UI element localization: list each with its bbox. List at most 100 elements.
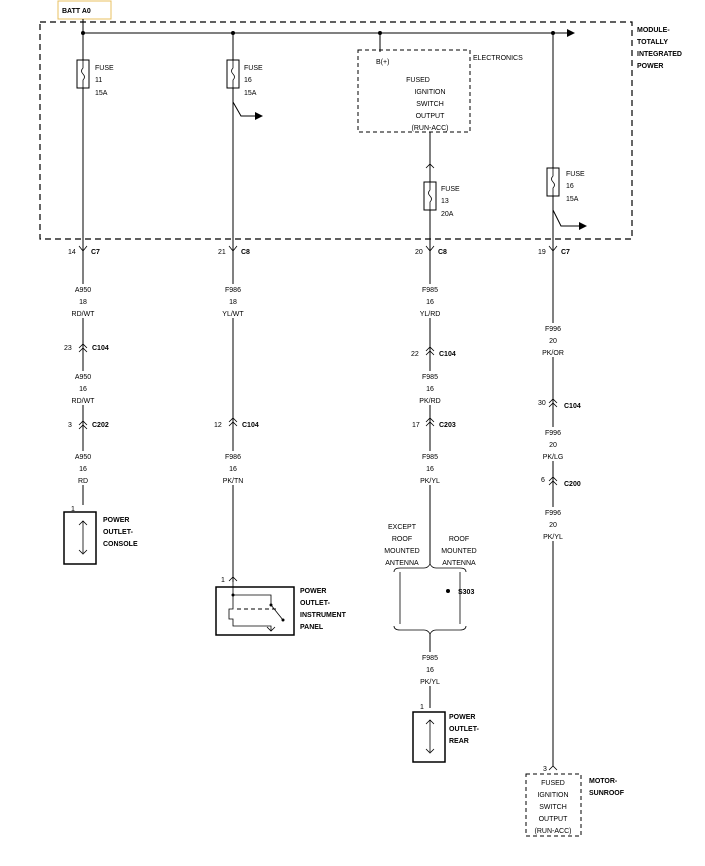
svg-text:RD/WT: RD/WT [72, 398, 96, 405]
svg-text:SWITCH: SWITCH [539, 804, 567, 811]
svg-text:SUNROOF: SUNROOF [589, 790, 625, 797]
svg-text:16: 16 [229, 466, 237, 473]
svg-text:F996: F996 [545, 510, 561, 517]
electronics-box [357, 49, 471, 133]
svg-text:OUTPUT: OUTPUT [416, 113, 446, 120]
svg-text:FUSE: FUSE [566, 171, 585, 178]
wire-f985-segment-3: F985 16 PK/YL [413, 451, 453, 485]
b-plus-label: B(+) [376, 59, 389, 66]
svg-text:20A: 20A [441, 211, 454, 218]
svg-text:MOUNTED: MOUNTED [441, 548, 476, 555]
svg-text:11: 11 [95, 77, 102, 84]
svg-text:ROOF: ROOF [392, 536, 412, 543]
svg-text:MODULE-: MODULE- [637, 27, 670, 34]
svg-text:S303: S303 [458, 589, 474, 596]
wire-f996-segment-1: F996 20 PK/OR [536, 323, 576, 357]
svg-text:POWER: POWER [103, 517, 129, 524]
svg-text:16: 16 [244, 77, 252, 84]
svg-text:ANTENNA: ANTENNA [442, 560, 476, 567]
instrument-c8-connector: 21 C8 [218, 245, 250, 256]
fuse-16-upper: FUSE 16 15A [226, 33, 263, 239]
antenna-option-label-except: EXCEPT ROOF MOUNTED ANTENNA [384, 524, 419, 567]
svg-text:YL/RD: YL/RD [420, 311, 441, 318]
svg-text:18: 18 [79, 299, 87, 306]
svg-text:TOTALLY: TOTALLY [637, 39, 668, 46]
module-name-label: MODULE- TOTALLY INTEGRATED POWER [637, 27, 682, 70]
svg-text:15A: 15A [244, 90, 257, 97]
svg-text:16: 16 [426, 386, 434, 393]
svg-text:20: 20 [549, 522, 557, 529]
svg-text:POWER: POWER [300, 588, 326, 595]
svg-text:16: 16 [79, 386, 87, 393]
rear-c104-connector: 22 C104 [411, 346, 456, 358]
svg-text:ROOF: ROOF [449, 536, 469, 543]
wire-f986-segment-2: F986 16 PK/TN [216, 451, 256, 485]
svg-text:FUSED: FUSED [541, 780, 565, 787]
batt-a0-label: BATT A0 [57, 0, 112, 20]
svg-text:14: 14 [68, 249, 76, 256]
wire-f985-segment-1: F985 16 YL/RD [413, 284, 453, 318]
svg-text:3: 3 [543, 766, 547, 773]
svg-text:OUTLET-: OUTLET- [300, 600, 331, 607]
svg-text:C8: C8 [241, 249, 250, 256]
svg-text:18: 18 [229, 299, 237, 306]
wire-f996-segment-3: F996 20 PK/YL [536, 507, 576, 541]
svg-text:RD/WT: RD/WT [72, 311, 96, 318]
svg-text:PK/RD: PK/RD [419, 398, 440, 405]
svg-text:13: 13 [441, 198, 449, 205]
svg-text:BATT A0: BATT A0 [62, 8, 91, 15]
svg-text:FUSED: FUSED [406, 77, 430, 84]
wire-a950-segment-2: A950 16 RD/WT [66, 371, 106, 405]
svg-text:C203: C203 [439, 422, 456, 429]
antenna-option-label-roof: ROOF MOUNTED ANTENNA [441, 536, 476, 567]
svg-text:SWITCH: SWITCH [416, 101, 444, 108]
svg-text:F986: F986 [225, 287, 241, 294]
svg-text:22: 22 [411, 351, 419, 358]
svg-text:20: 20 [549, 442, 557, 449]
rear-c203-connector: 17 C203 [412, 417, 456, 429]
power-outlet-instrument-panel: 1 POWER OUTLET- INSTRUMENT PANEL [215, 576, 347, 636]
wire-a950-segment-1: A950 18 RD/WT [66, 284, 106, 318]
svg-text:F985: F985 [422, 287, 438, 294]
svg-text:C104: C104 [92, 345, 109, 352]
antenna-option-brackets [393, 563, 467, 635]
svg-text:C8: C8 [438, 249, 447, 256]
svg-text:PK/YL: PK/YL [420, 679, 440, 686]
svg-text:FUSE: FUSE [95, 65, 114, 72]
svg-text:16: 16 [566, 183, 574, 190]
svg-text:MOUNTED: MOUNTED [384, 548, 419, 555]
svg-text:PANEL: PANEL [300, 624, 324, 631]
svg-text:ANTENNA: ANTENNA [385, 560, 419, 567]
svg-text:PK/LG: PK/LG [543, 454, 564, 461]
svg-text:RD: RD [78, 478, 88, 485]
svg-text:OUTLET-: OUTLET- [103, 529, 134, 536]
svg-text:EXCEPT: EXCEPT [388, 524, 417, 531]
fused-output-label: FUSED IGNITION SWITCH OUTPUT (RUN-ACC) [406, 77, 448, 132]
sunroof-c200-connector: 6 C200 [541, 476, 581, 488]
svg-text:PK/YL: PK/YL [420, 478, 440, 485]
svg-text:PK/OR: PK/OR [542, 350, 564, 357]
fuse-13: FUSE 13 20A [423, 132, 460, 239]
wire-f996-segment-2: F996 20 PK/LG [536, 427, 576, 461]
wire-f985-segment-2: F985 16 PK/RD [413, 371, 453, 405]
wire-a950-segment-3: A950 16 RD [66, 451, 106, 485]
wire-f986-segment-1: F986 18 YL/WT [216, 284, 256, 318]
power-outlet-console: 1 POWER OUTLET- CONSOLE [63, 506, 138, 565]
instrument-c104-connector: 12 C104 [214, 417, 259, 429]
svg-text:C104: C104 [242, 422, 259, 429]
svg-text:REAR: REAR [449, 738, 469, 745]
svg-text:FUSE: FUSE [244, 65, 263, 72]
svg-text:POWER: POWER [449, 714, 475, 721]
motor-sunroof: 3 FUSED IGNITION SWITCH OUTPUT (RUN-ACC)… [525, 765, 625, 837]
console-c202-connector: 3 C202 [68, 420, 109, 430]
svg-text:20: 20 [549, 338, 557, 345]
svg-text:C104: C104 [439, 351, 456, 358]
console-c7-connector: 14 C7 [68, 245, 100, 256]
wire-f985-segment-4: F985 16 PK/YL [413, 652, 453, 686]
svg-text:FUSE: FUSE [441, 186, 460, 193]
svg-text:INTEGRATED: INTEGRATED [637, 51, 682, 58]
svg-text:15A: 15A [95, 90, 108, 97]
svg-text:(RUN-ACC): (RUN-ACC) [412, 125, 449, 132]
svg-text:C7: C7 [561, 249, 570, 256]
svg-text:YL/WT: YL/WT [222, 311, 244, 318]
